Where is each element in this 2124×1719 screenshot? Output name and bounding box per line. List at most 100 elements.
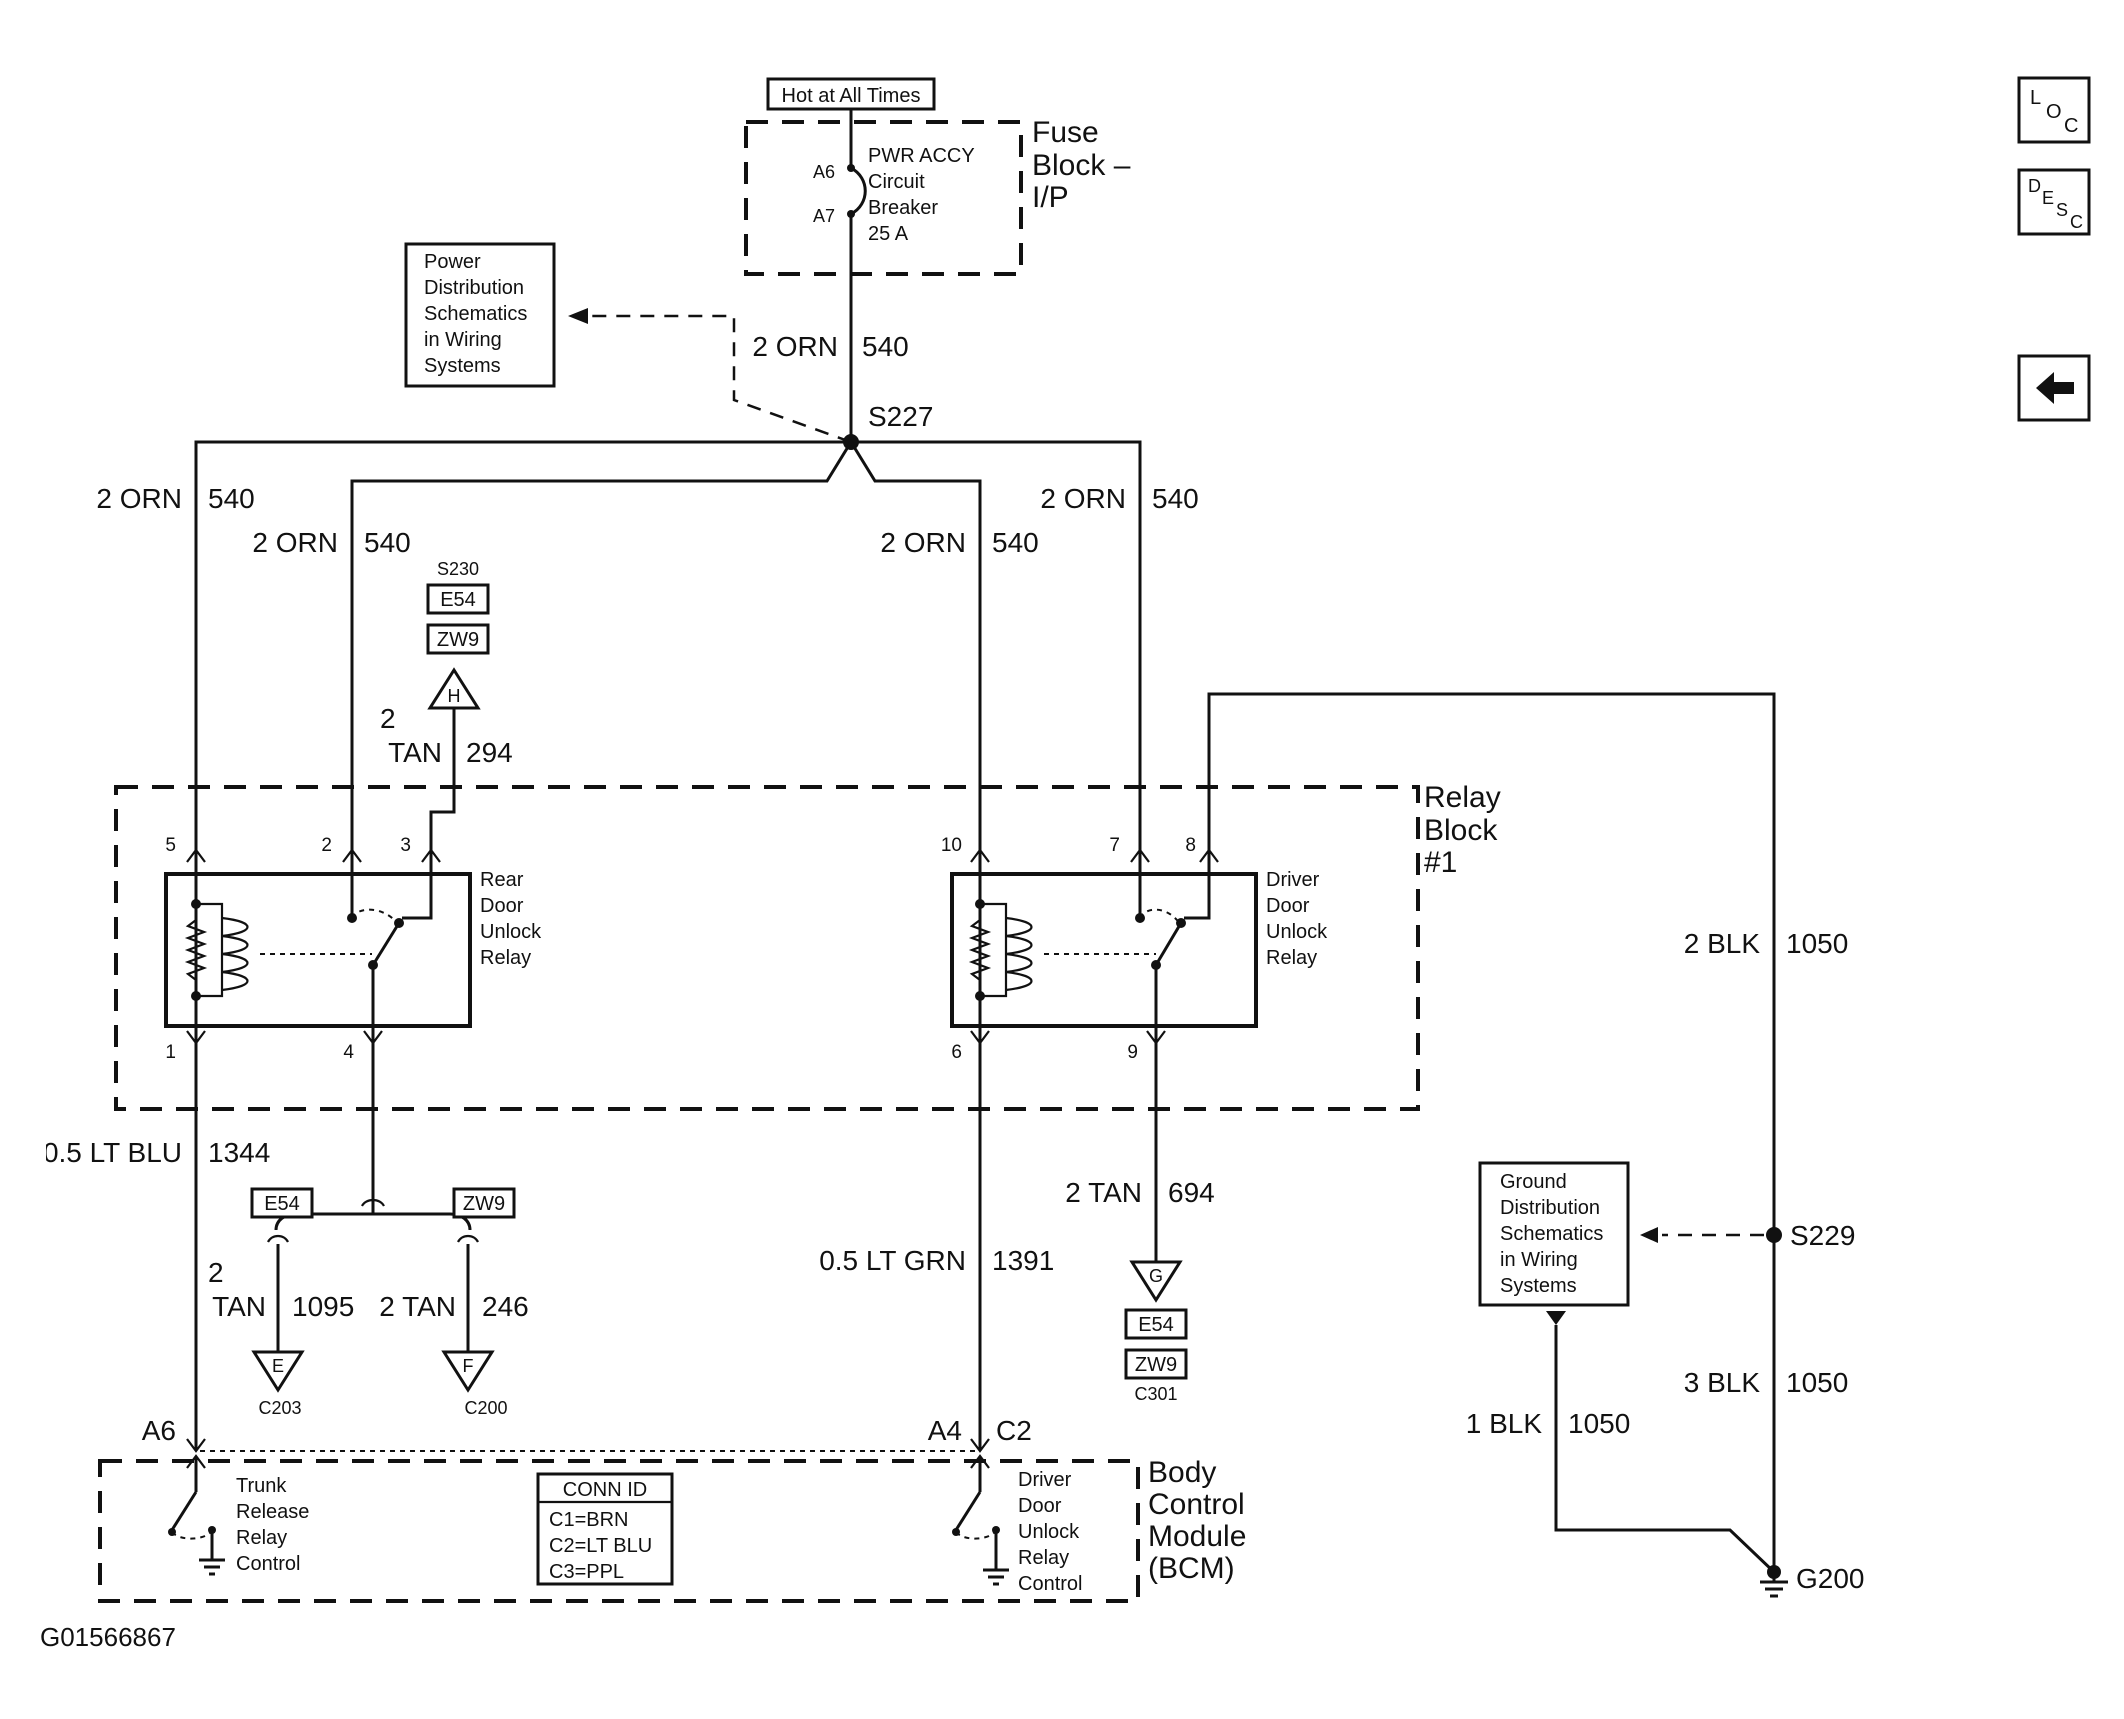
splice-s230-label: S230 <box>437 559 479 579</box>
pin-5: 5 <box>165 835 176 856</box>
breaker-line-4: 25 A <box>868 223 909 245</box>
breaker-line-1: PWR ACCY <box>868 145 975 167</box>
crop-edge-mask <box>40 1136 46 1170</box>
conn-id-row-3: C3=PPL <box>549 1561 624 1583</box>
relay-block-outline <box>114 785 1420 1111</box>
splice-s229-label: S229 <box>1790 1220 1855 1251</box>
ground-ref-line-1: Ground <box>1500 1171 1567 1193</box>
desc-button[interactable]: D E S C <box>2017 168 2091 236</box>
loc-button[interactable]: L O C <box>2017 76 2091 144</box>
power-ref-line-2: Distribution <box>424 277 524 299</box>
ground-ref-line-4: in Wiring <box>1500 1249 1578 1271</box>
pin-4: 4 <box>343 1042 354 1063</box>
branch3-color: 2 ORN <box>880 527 966 558</box>
bcm-pin-c2: C2 <box>996 1415 1032 1446</box>
s230-option-zw9: ZW9 <box>437 629 479 651</box>
power-ref-line-3: Schematics <box>424 303 527 325</box>
wire-1095-color-2: TAN <box>212 1291 266 1322</box>
bcm-pin-a4: A4 <box>928 1415 962 1446</box>
splice-s229 <box>1766 1227 1782 1243</box>
pin-9: 9 <box>1127 1042 1138 1063</box>
splice-s227-label: S227 <box>868 401 933 432</box>
loc-letter-l: L <box>2030 87 2041 109</box>
branch4-color: 2 ORN <box>1040 483 1126 514</box>
trunk-label-4: Control <box>236 1553 300 1575</box>
back-button[interactable] <box>2017 354 2091 422</box>
fuse-pin-a7: A7 <box>813 206 835 226</box>
connector-c203-label: C203 <box>258 1398 301 1418</box>
wire-294 <box>429 708 456 850</box>
driver-switch-label-4: Relay <box>1018 1547 1069 1569</box>
pin-3: 3 <box>400 835 411 856</box>
conn-id-box <box>536 1472 674 1586</box>
ground-distribution-ref-box[interactable] <box>1478 1161 1630 1307</box>
ground-ref-line-2: Distribution <box>1500 1197 1600 1219</box>
wire-1391-color: 0.5 LT GRN <box>819 1245 966 1276</box>
branch2-circuit: 540 <box>364 527 411 558</box>
g-option-zw9: ZW9 <box>1135 1354 1177 1376</box>
driver-relay-label-3: Unlock <box>1266 921 1328 943</box>
pin-2: 2 <box>321 835 332 856</box>
s230-option-e54-box <box>426 583 490 615</box>
branch1-circuit: 540 <box>208 483 255 514</box>
wire-1050-top-circuit: 1050 <box>1786 928 1848 959</box>
desc-letter-s: S <box>2056 200 2068 220</box>
driver-relay-label-1: Driver <box>1266 869 1320 891</box>
hot-at-all-times-label: Hot at All Times <box>782 85 921 107</box>
relay-block-label-1: Relay <box>1424 781 1501 814</box>
wire-1391-circuit: 1391 <box>992 1245 1054 1276</box>
option-zw9-box <box>452 1187 516 1219</box>
driver-door-unlock-switch <box>952 1454 1009 1586</box>
branch1-color: 2 ORN <box>96 483 182 514</box>
rear-relay-label-1: Rear <box>480 869 524 891</box>
driver-switch-label-3: Unlock <box>1018 1521 1080 1543</box>
power-distribution-ref-box[interactable] <box>404 242 556 388</box>
g-option-e54: E54 <box>1138 1314 1174 1336</box>
circuit-breaker-symbol <box>850 166 867 216</box>
connector-g-symbol <box>1129 1260 1183 1303</box>
bcm-label-1: Body <box>1148 1456 1216 1489</box>
desc-letter-c: C <box>2070 212 2083 232</box>
connector-e-letter: E <box>272 1356 284 1376</box>
s230-option-zw9-box <box>426 623 490 655</box>
wire-694-color: 2 TAN <box>1065 1177 1142 1208</box>
branch3-circuit: 540 <box>992 527 1039 558</box>
pin-6: 6 <box>951 1042 962 1063</box>
outer-branch-wires <box>194 440 1142 850</box>
breaker-line-3: Breaker <box>868 197 938 219</box>
fuse-block-outline <box>744 120 1023 276</box>
s230-option-e54: E54 <box>440 589 476 611</box>
wire-1344-color: 0.5 LT BLU <box>43 1137 182 1168</box>
driver-door-unlock-relay <box>950 850 1258 1043</box>
bcm-outline <box>98 1459 1140 1603</box>
wire-294-color-2: TAN <box>388 737 442 768</box>
driver-switch-label-5: Control <box>1018 1573 1082 1595</box>
bcm-pin-a6: A6 <box>142 1415 176 1446</box>
rear-relay-label-3: Unlock <box>480 921 542 943</box>
fuse-block-label-1: Fuse <box>1032 116 1099 149</box>
loc-letter-o: O <box>2046 101 2062 123</box>
relay-block-label-2: Block <box>1424 814 1498 847</box>
wire-1050-mid-circuit: 1050 <box>1786 1367 1848 1398</box>
branch4-circuit: 540 <box>1152 483 1199 514</box>
connector-h-letter: H <box>448 686 461 706</box>
connector-f-symbol <box>441 1350 495 1393</box>
connector-f-letter: F <box>463 1356 474 1376</box>
ground-ref-arrow <box>1640 1227 1658 1243</box>
wire-694-circuit: 694 <box>1168 1177 1215 1208</box>
power-ref-line-4: in Wiring <box>424 329 502 351</box>
inner-branch-wires <box>350 439 982 850</box>
desc-letter-e: E <box>2042 188 2054 208</box>
connector-e-symbol <box>251 1350 305 1393</box>
wire-1050-left <box>1554 1325 1776 1574</box>
wire-1095-circuit: 1095 <box>292 1291 354 1322</box>
g-option-e54-box <box>1124 1308 1188 1340</box>
feed-wire-color: 2 ORN <box>752 331 838 362</box>
ground-ref-line-3: Schematics <box>1500 1223 1603 1245</box>
relay-pin-chevrons <box>186 848 1219 1045</box>
bcm-label-3: Module <box>1148 1520 1246 1553</box>
conn-id-row-1: C1=BRN <box>549 1509 628 1531</box>
trunk-release-switch <box>168 1454 225 1576</box>
pin4-option-split <box>267 1043 479 1352</box>
ground-ref-down-arrow <box>1546 1311 1566 1325</box>
